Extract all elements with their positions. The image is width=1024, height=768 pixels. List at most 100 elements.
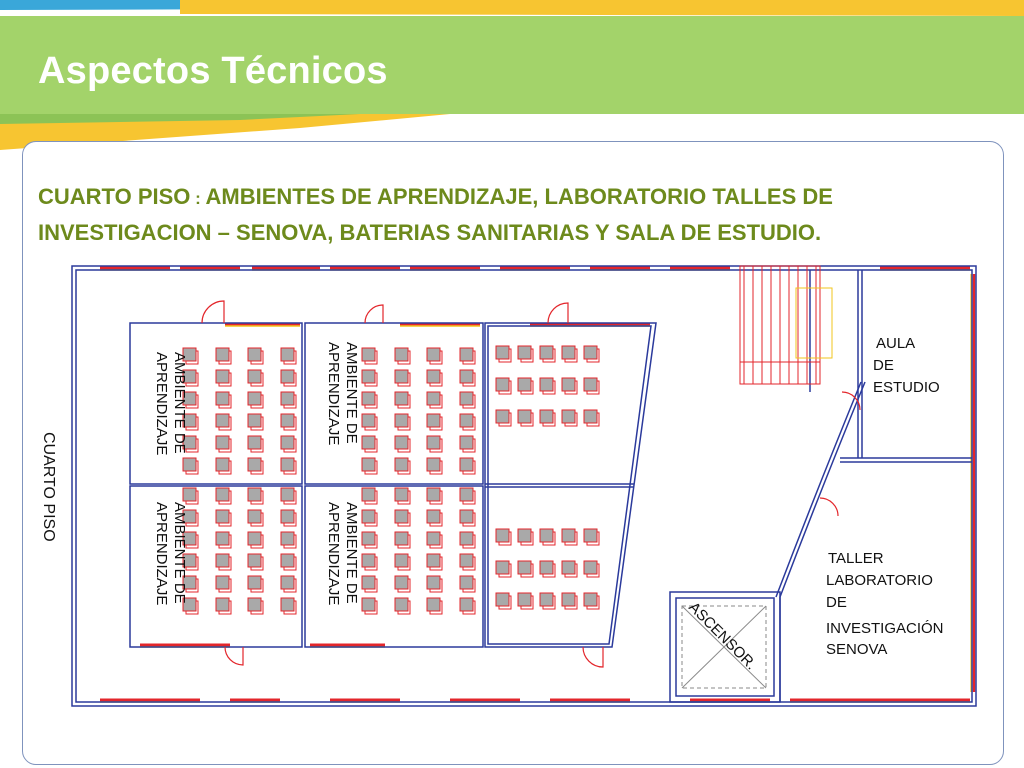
- desk-top: [394, 369, 409, 384]
- desk-top: [182, 457, 197, 472]
- desk-top: [459, 413, 474, 428]
- desk: [361, 347, 378, 365]
- stair-rail: [795, 287, 833, 359]
- desk-chair: [283, 534, 297, 549]
- desk-chair: [364, 556, 378, 571]
- desk-chair: [564, 531, 578, 546]
- classroom-label-line1: AMBIENTE DE: [171, 502, 188, 604]
- desk-chair: [364, 438, 378, 453]
- desk-top: [495, 592, 510, 607]
- desk-chair: [218, 556, 232, 571]
- desk-chair: [185, 350, 199, 365]
- desk: [426, 413, 443, 431]
- lab-line5: SENOVA: [826, 641, 887, 658]
- desk: [561, 409, 578, 427]
- desk: [361, 531, 378, 549]
- desk: [182, 413, 199, 431]
- desk-top: [426, 435, 441, 450]
- desk: [247, 369, 264, 387]
- desk: [280, 597, 297, 615]
- subtitle-floor: CUARTO PISO: [38, 184, 191, 209]
- desk-top: [247, 391, 262, 406]
- desk-top: [517, 560, 532, 575]
- desk-chair: [250, 438, 264, 453]
- classroom-bottom-left: [129, 485, 303, 648]
- desk-chair: [397, 416, 411, 431]
- desk-top: [182, 487, 197, 502]
- desk: [394, 553, 411, 571]
- desk: [394, 435, 411, 453]
- desk-top: [215, 487, 230, 502]
- desk-top: [394, 487, 409, 502]
- desk-chair: [364, 394, 378, 409]
- desk-top: [426, 347, 441, 362]
- desk: [215, 597, 232, 615]
- desk: [394, 347, 411, 365]
- desk: [517, 528, 534, 546]
- classroom-label-bottom-middle: AMBIENTE DE APRENDIZAJE: [325, 502, 360, 605]
- desk-chair: [498, 380, 512, 395]
- classroom-right-curved: [484, 322, 657, 648]
- desk-top: [215, 597, 230, 612]
- desk-chair: [185, 556, 199, 571]
- desk-top: [361, 553, 376, 568]
- classroom-label-line2: APRENDIZAJE: [153, 352, 170, 455]
- desk: [361, 597, 378, 615]
- desk: [459, 391, 476, 409]
- floor-label: CUARTO PISO: [40, 432, 57, 542]
- classroom-bottom-middle: [304, 485, 484, 648]
- desk: [182, 391, 199, 409]
- desk: [215, 531, 232, 549]
- desk: [182, 435, 199, 453]
- desk-chair: [429, 556, 443, 571]
- desk-top: [182, 435, 197, 450]
- desk: [426, 553, 443, 571]
- desk-top: [459, 531, 474, 546]
- desk-top: [583, 377, 598, 392]
- desk-chair: [364, 512, 378, 527]
- right-rooms: [809, 270, 972, 463]
- desk: [539, 377, 556, 395]
- desk-top: [394, 457, 409, 472]
- desk: [182, 457, 199, 475]
- desk-top: [517, 377, 532, 392]
- desk-chair: [185, 394, 199, 409]
- subtitle-separator: :: [190, 189, 206, 208]
- desk-chair: [250, 372, 264, 387]
- desk: [426, 575, 443, 593]
- desk-top: [426, 413, 441, 428]
- desk: [215, 369, 232, 387]
- desk-top: [495, 409, 510, 424]
- classroom-label-line2: APRENDIZAJE: [153, 502, 170, 605]
- desk: [459, 369, 476, 387]
- elevator-car-outline: [681, 605, 767, 689]
- desk-top: [247, 597, 262, 612]
- door-swing: [582, 646, 604, 668]
- desk-chair: [564, 595, 578, 610]
- desk-chair: [283, 438, 297, 453]
- desk: [247, 413, 264, 431]
- desk-chair: [218, 438, 232, 453]
- desk: [280, 531, 297, 549]
- desk-top: [459, 435, 474, 450]
- desk: [394, 531, 411, 549]
- desk: [583, 345, 600, 363]
- desk-chair: [218, 394, 232, 409]
- desk: [394, 413, 411, 431]
- desk-top: [539, 560, 554, 575]
- desk-chair: [564, 563, 578, 578]
- desk-top: [247, 531, 262, 546]
- desk: [215, 487, 232, 505]
- desk-chair: [250, 416, 264, 431]
- desk-chair: [364, 578, 378, 593]
- desk-top: [561, 528, 576, 543]
- desk-chair: [498, 531, 512, 546]
- desk: [539, 592, 556, 610]
- desk: [561, 377, 578, 395]
- desk: [539, 345, 556, 363]
- desk-top: [280, 347, 295, 362]
- desk-top: [280, 487, 295, 502]
- desk: [361, 553, 378, 571]
- desk-chair: [397, 372, 411, 387]
- desk-chair: [429, 394, 443, 409]
